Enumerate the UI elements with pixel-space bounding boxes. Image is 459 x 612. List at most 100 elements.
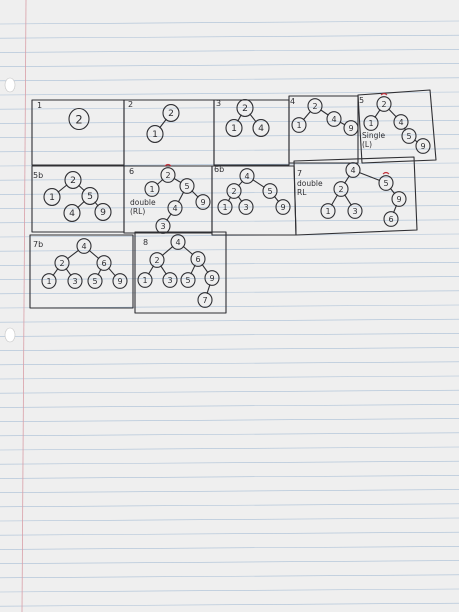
node-circle	[63, 204, 81, 222]
tree-node: 6	[190, 251, 206, 267]
node-value: 3	[72, 277, 77, 286]
node-value: 4	[244, 172, 249, 181]
tree-edge	[302, 110, 312, 121]
node-circle	[112, 273, 128, 289]
tree-edge	[344, 194, 352, 206]
step-number: 8	[143, 238, 148, 247]
node-value: 2	[231, 187, 236, 196]
node-value: 4	[175, 238, 180, 247]
rule-line	[0, 49, 459, 53]
tree-node: 3	[155, 218, 171, 234]
tree-edge	[161, 246, 174, 256]
node-circle	[94, 203, 112, 221]
panel-border	[31, 99, 125, 166]
tree-edge	[97, 268, 102, 276]
tree-node: 2	[307, 98, 323, 114]
tree-node: 1	[43, 188, 61, 206]
node-value: 2	[312, 102, 317, 111]
tree-node: 1	[41, 273, 57, 289]
rule-line	[0, 276, 459, 280]
node-value: 4	[172, 204, 177, 213]
tree-edge	[159, 118, 167, 129]
tree-node: 9	[204, 270, 220, 286]
node-value: 1	[231, 123, 237, 134]
rule-line	[0, 432, 459, 437]
node-value: 1	[46, 277, 51, 286]
rule-line	[0, 134, 459, 138]
node-circle	[239, 168, 255, 184]
node-circle	[415, 138, 431, 154]
tree-edge	[320, 109, 329, 116]
step-number: 5	[359, 96, 364, 105]
node-circle	[149, 252, 165, 268]
tree-edge	[238, 180, 243, 187]
node-value: 9	[280, 203, 285, 212]
tree-node: 9	[391, 191, 407, 207]
tree-edge	[358, 172, 381, 181]
panel-border	[31, 165, 125, 233]
tree-node: 2	[236, 99, 254, 117]
rule-line	[0, 503, 459, 508]
rule-line	[0, 148, 459, 153]
node-circle	[378, 175, 394, 191]
tree-node: 3	[162, 272, 178, 288]
tree-node: 5	[81, 187, 99, 205]
tree-edge	[166, 213, 172, 221]
rule-line	[0, 475, 459, 479]
tree-node: 4	[345, 162, 361, 178]
panel-border	[134, 231, 227, 314]
panel-border	[293, 156, 418, 236]
node-circle	[343, 120, 359, 136]
tree-node: 4	[252, 119, 270, 137]
tree-node: 2	[149, 252, 165, 268]
node-circle	[376, 96, 392, 112]
tree-node: 5	[401, 128, 417, 144]
rule-line	[0, 262, 459, 266]
node-circle	[68, 107, 90, 131]
rule-line	[0, 574, 459, 579]
node-circle	[345, 162, 361, 178]
tree-node: 6	[383, 211, 399, 227]
node-circle	[96, 255, 112, 271]
tree-edge	[339, 121, 346, 126]
node-circle	[291, 117, 307, 133]
tree-edge	[190, 264, 196, 275]
tree-node: 2	[333, 181, 349, 197]
tree-node: 1	[291, 117, 307, 133]
node-circle	[401, 128, 417, 144]
rule-line	[0, 318, 459, 323]
node-circle	[226, 183, 242, 199]
node-circle	[144, 181, 160, 197]
node-value: 9	[209, 274, 214, 283]
tree-node: 4	[170, 234, 186, 250]
node-value: 4	[350, 166, 355, 175]
rule-line	[0, 63, 459, 67]
tree-edge	[374, 109, 381, 118]
node-value: 1	[296, 121, 301, 130]
tree-node: 4	[393, 114, 409, 130]
tree-edge	[78, 184, 85, 192]
rule-line	[0, 77, 459, 82]
tree-node: 9	[112, 273, 128, 289]
tree-node: 2	[54, 255, 70, 271]
node-value: 1	[149, 185, 154, 194]
rule-line	[0, 91, 459, 96]
tree-node: 3	[347, 203, 363, 219]
rule-line	[0, 120, 459, 124]
rule-line	[0, 176, 459, 181]
step-number: 7b	[33, 240, 43, 249]
node-value: 2	[59, 259, 64, 268]
rule-line	[0, 404, 459, 408]
tree-node: 5	[179, 178, 195, 194]
tree-edge	[66, 249, 80, 260]
rule-line	[0, 247, 459, 252]
imbalance-mark	[164, 163, 172, 167]
step-number: 5b	[33, 171, 43, 180]
node-circle	[162, 104, 180, 122]
